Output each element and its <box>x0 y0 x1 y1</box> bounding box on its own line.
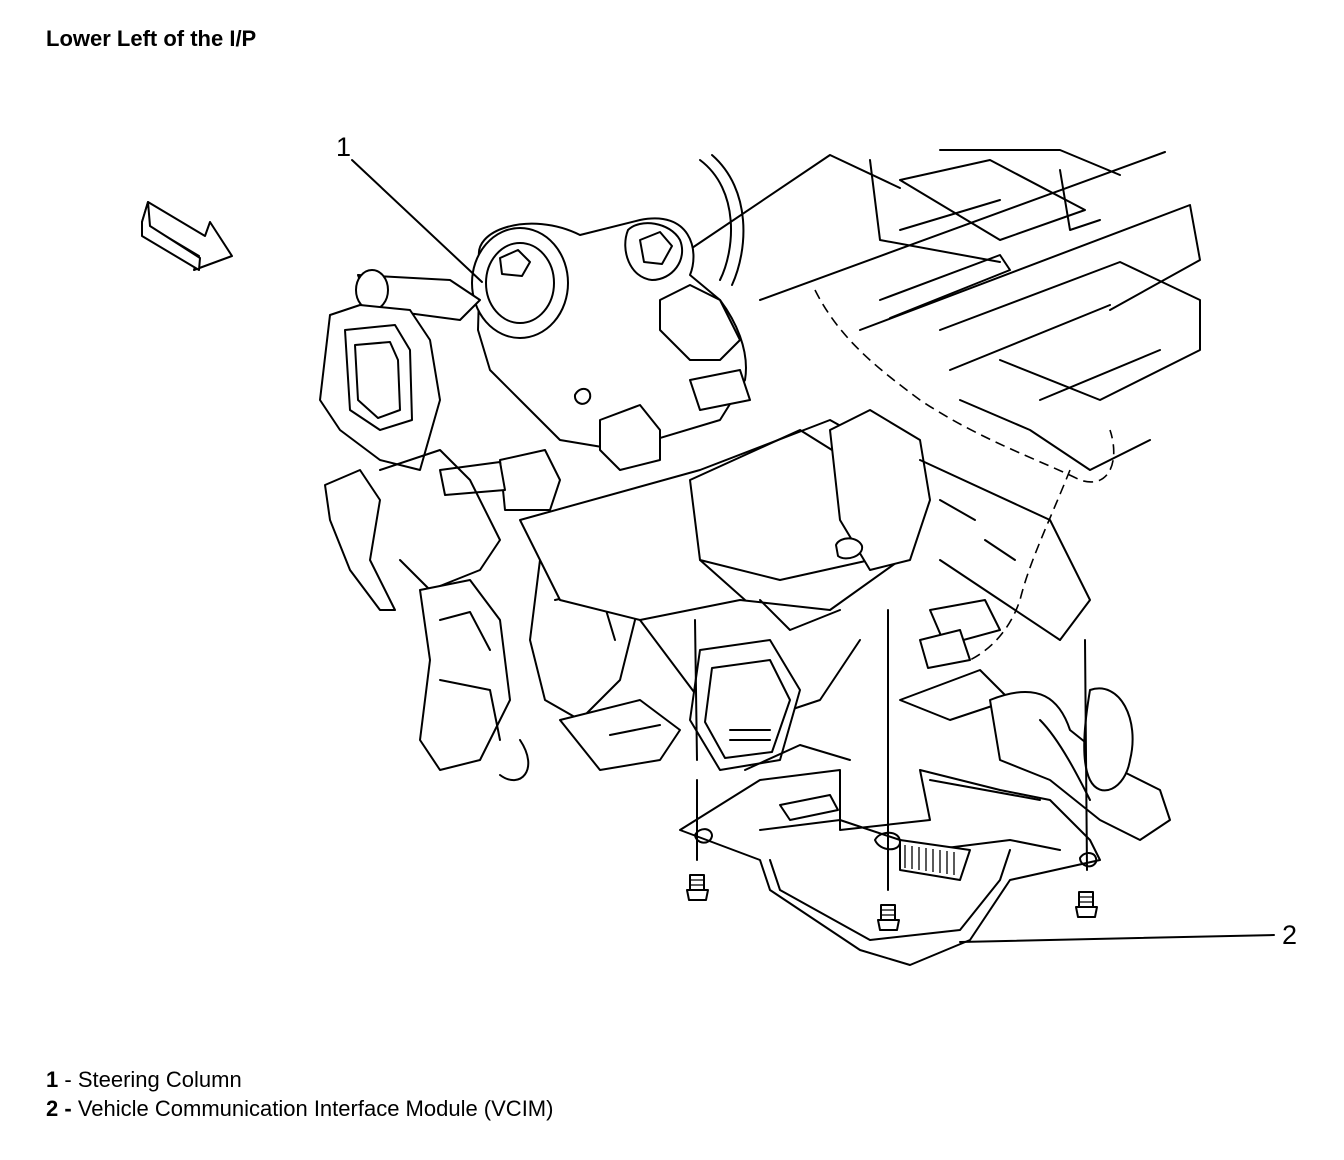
callout-1-leader <box>351 159 483 283</box>
legend: 1 - Steering Column 2 - Vehicle Communic… <box>46 1065 553 1123</box>
center-duct <box>519 409 1091 721</box>
legend-item-text: - Steering Column <box>64 1067 242 1092</box>
legend-item-number: 2 - <box>46 1096 72 1121</box>
legend-item-steering-column: 1 - Steering Column <box>46 1065 553 1094</box>
mounting-bolt-right <box>1075 639 1098 918</box>
callout-2-label: 2 <box>1282 920 1298 950</box>
callout-2-leader <box>959 934 1275 943</box>
vcim-connector <box>899 839 971 881</box>
legend-item-number: 1 <box>46 1067 59 1092</box>
mounting-bolt-left <box>686 619 709 901</box>
diagram-title: Lower Left of the I/P <box>46 26 257 51</box>
direction-arrow-icon <box>141 201 233 271</box>
vcim-module <box>679 769 1101 966</box>
right-bracket <box>989 687 1171 841</box>
legend-item-vcim: 2 - Vehicle Communication Interface Modu… <box>46 1094 553 1123</box>
callout-1-label: 1 <box>336 132 352 162</box>
wiring-harness <box>814 289 1115 721</box>
dash-frame <box>691 149 1201 471</box>
mounting-bolt-center <box>877 609 900 931</box>
legend-item-text: Vehicle Communication Interface Module (… <box>77 1096 554 1121</box>
mounting-bracket <box>689 639 851 771</box>
